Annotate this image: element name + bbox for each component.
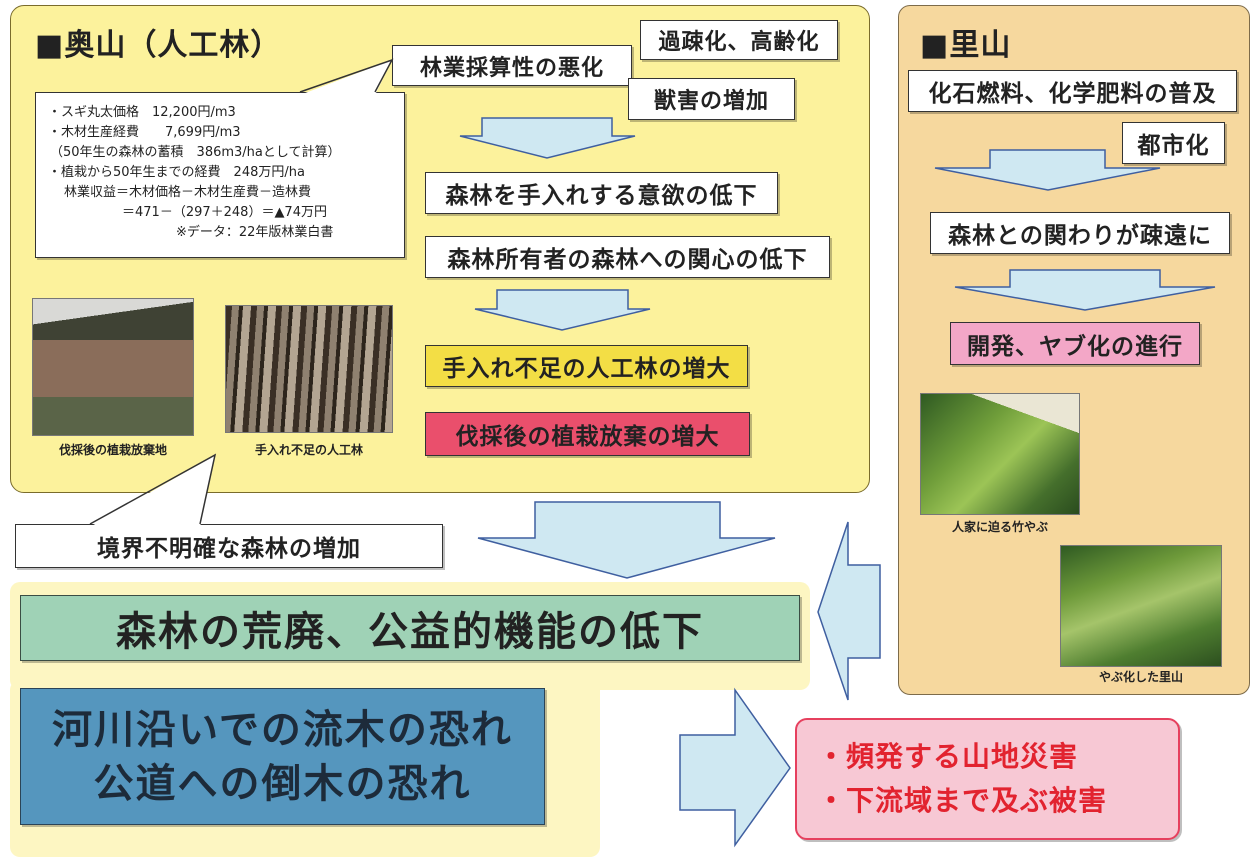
fossil-fuel-box: 化石燃料、化学肥料の普及: [908, 70, 1237, 112]
depopulation-box: 過疎化、高齢化: [640, 20, 838, 60]
abandoned-planting-box: 伐採後の植栽放棄の増大: [425, 412, 750, 456]
urbanization-box: 都市化: [1122, 122, 1225, 164]
disaster-box: ・頻発する山地災害 ・下流域まで及ぶ被害: [795, 718, 1180, 840]
callout-line: ・スギ丸太価格 12,200円/m3: [48, 105, 236, 120]
callout-line: 林業収益＝木材価格－木材生産費－造林費: [64, 185, 312, 200]
okuyama-title: ■奥山（人工林）: [35, 28, 282, 63]
boundary-callout: 境界不明確な森林の増加: [15, 524, 443, 568]
callout-line: ・木材生産経費 7,699円/m3: [48, 125, 241, 140]
callout-line: （50年生の森林の蓄積 386m3/haとして計算）: [50, 145, 341, 160]
left-arrow-satoyama: [817, 521, 881, 701]
photo-overgrown-satoyama: [1060, 545, 1222, 667]
photo-caption: 人家に迫る竹やぶ: [951, 520, 1048, 534]
callout-line: ※データ：22年版林業白書: [176, 225, 334, 240]
overgrowth-box: 開発、ヤブ化の進行: [950, 322, 1200, 365]
callout-line: ・植栽から50年生までの経費 248万円/ha: [48, 165, 305, 180]
profitability-box: 林業採算性の悪化: [392, 45, 632, 86]
motivation-box: 森林を手入れする意欲の低下: [425, 172, 778, 214]
callout-line: ＝471－（297＋248）＝▲74万円: [122, 205, 327, 220]
photo-caption: 伐採後の植栽放棄地: [58, 443, 167, 457]
unmanaged-forest-box: 手入れ不足の人工林の増大: [425, 345, 748, 387]
right-arrow-disaster: [679, 687, 791, 848]
photo-abandoned-site: [32, 298, 194, 436]
photo-caption: やぶ化した里山: [1098, 670, 1183, 684]
photo-bamboo-near-house: [920, 393, 1080, 515]
down-arrow-main: [477, 501, 776, 579]
forest-degradation-box: 森林の荒廃、公益的機能の低下: [20, 595, 800, 661]
fallen-tree-risk-box: 河川沿いでの流木の恐れ 公道への倒木の恐れ: [20, 688, 545, 825]
owner-interest-box: 森林所有者の森林への関心の低下: [425, 236, 830, 278]
disaster-line-downstream: ・下流域まで及ぶ被害: [817, 784, 1108, 817]
risk-line-river: 河川沿いでの流木の恐れ: [52, 706, 513, 753]
photo-caption: 手入れ不足の人工林: [254, 443, 363, 457]
satoyama-title: ■里山: [920, 28, 1012, 63]
relationship-box: 森林との関わりが疎遠に: [930, 212, 1230, 254]
wildlife-damage-box: 獣害の増加: [628, 78, 795, 120]
disaster-line-frequent: ・頻発する山地災害: [817, 740, 1079, 773]
cost-callout: ・スギ丸太価格 12,200円/m3 ・木材生産経費 7,699円/m3 （50…: [35, 92, 405, 258]
photo-unmanaged-forest: [225, 305, 393, 433]
risk-line-road: 公道への倒木の恐れ: [93, 760, 472, 807]
